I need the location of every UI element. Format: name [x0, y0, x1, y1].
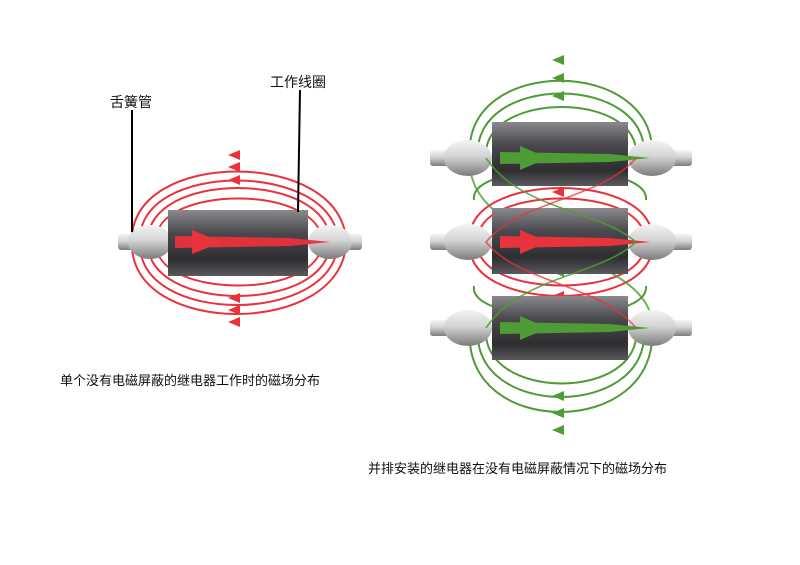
- arrowhead-icon: [520, 230, 548, 254]
- work-coil-label: 工作线圈: [270, 75, 326, 91]
- arrowhead-icon: [520, 316, 548, 340]
- single-relay-figure: [118, 89, 362, 327]
- arrowhead-icon: [520, 146, 548, 170]
- parallel-relays-figure: [430, 55, 692, 435]
- reed-tube-label: 舌簧管: [110, 95, 152, 111]
- leader-line-coil: [297, 89, 301, 213]
- upper-field-loops: [130, 170, 347, 243]
- relay-top: [430, 122, 692, 186]
- single-relay-caption: 单个没有电磁屏蔽的继电器工作时的磁场分布: [60, 374, 321, 389]
- front-field-loops: [485, 157, 637, 329]
- relay-middle: [430, 208, 692, 274]
- relay-bottom: [430, 296, 692, 360]
- reed-tube: [118, 225, 362, 259]
- parallel-relays-caption: 并排安装的继电器在没有电磁屏蔽情况下的磁场分布: [368, 462, 668, 477]
- arrowhead-icon: [228, 150, 240, 327]
- arrowhead-icon: [192, 230, 222, 254]
